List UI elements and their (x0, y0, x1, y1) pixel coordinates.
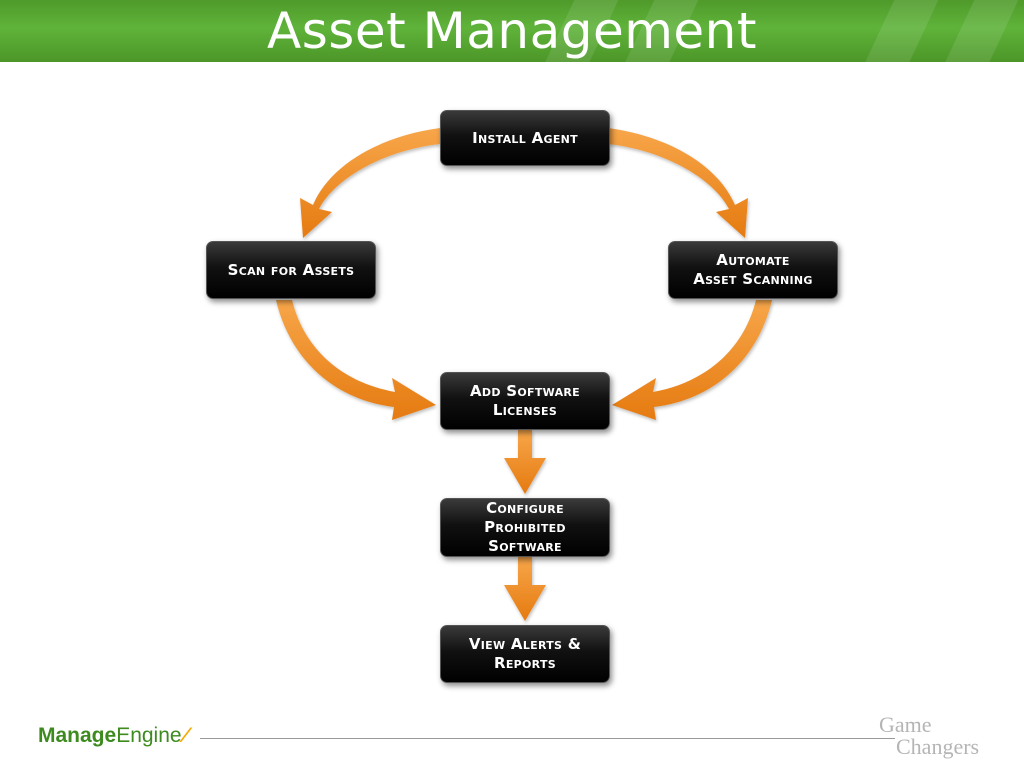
node-install-agent: Install Agent (440, 110, 610, 166)
arrow-licenses-to-configure (504, 430, 546, 494)
node-add-software-licenses: Add Software Licenses (440, 372, 610, 430)
logo-engine-text: Engine (116, 724, 182, 747)
arrow-install-to-automate (608, 128, 748, 238)
tagline-changers: Changers (896, 734, 980, 759)
logo-swoosh-icon: ⁄ (183, 724, 188, 747)
tagline-game: Game (879, 712, 932, 737)
slide-title: Asset Management (267, 2, 757, 60)
footer-divider (200, 738, 895, 739)
header-bar (0, 0, 1024, 62)
arrow-configure-to-alerts (504, 557, 546, 621)
node-configure-prohibited-software: Configure Prohibited Software (440, 498, 610, 557)
node-scan-for-assets: Scan for Assets (206, 241, 376, 299)
logo-manage-text: Manage (38, 724, 117, 747)
arrow-install-to-scan (300, 128, 440, 238)
arrow-automate-to-licenses (612, 300, 772, 420)
arrow-scan-to-licenses (276, 300, 436, 420)
node-automate-asset-scanning: Automate Asset Scanning (668, 241, 838, 299)
manageengine-logo: ManageEngine⁄ (38, 722, 187, 750)
node-view-alerts-reports: View Alerts & Reports (440, 625, 610, 683)
